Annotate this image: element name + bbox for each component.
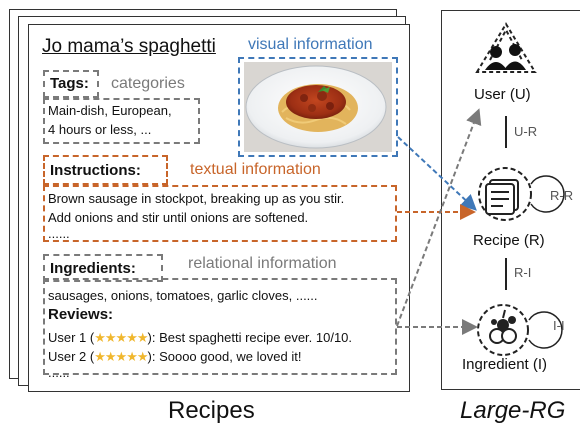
self-loop-rr-label: R-R: [550, 188, 574, 203]
review-1-prefix: User 1 (: [48, 330, 95, 345]
tags-label-box: [43, 70, 99, 98]
reviews-more: ......: [48, 365, 70, 380]
instructions-line-3: ......: [48, 226, 70, 241]
tags-content-box: [43, 98, 200, 144]
instructions-label-box: [43, 155, 168, 185]
review-2-text: ): Soooo good, we loved it!: [147, 349, 302, 364]
instructions-content-box: [43, 185, 397, 242]
tags-line-1: Main-dish, European,: [48, 103, 172, 118]
recipe-node-icon: [478, 167, 532, 221]
self-loop-ii: [528, 311, 563, 349]
large-rg-caption: Large-RG: [460, 397, 566, 424]
tags-label: Tags:: [50, 75, 89, 92]
review-1-text: ): Best spaghetti recipe ever. 10/10.: [147, 330, 353, 345]
ingredients-line: sausages, onions, tomatoes, garlic clove…: [48, 288, 318, 303]
relational-arrow-user: [396, 108, 482, 327]
review-2-stars: ★★★★★: [94, 349, 148, 364]
recipe-node-label: Recipe (R): [473, 232, 545, 249]
ingredients-label: Ingredients:: [50, 260, 136, 277]
self-loop-ii-label: I-I: [553, 318, 565, 333]
review-1-stars: ★★★★★: [94, 330, 148, 345]
recipes-caption: Recipes: [168, 397, 255, 424]
edge-ri-label: R-I: [514, 265, 532, 280]
user-node-label: User (U): [474, 86, 531, 103]
instructions-line-2: Add onions and stir until onions are sof…: [48, 210, 309, 225]
review-1: User 1 (★★★★★): Best spaghetti recipe ev…: [48, 328, 352, 347]
relational-info-label: relational information: [188, 255, 337, 272]
instructions-label: Instructions:: [50, 162, 141, 179]
self-loop-rr: [530, 175, 565, 213]
review-2-prefix: User 2 (: [48, 349, 95, 364]
ingredients-label-box: [43, 254, 163, 282]
recipe-title: Jo mama’s spaghetti: [42, 36, 216, 57]
visual-info-label: visual information: [248, 36, 373, 53]
relational-content-box: [43, 278, 397, 375]
visual-arrow: [397, 136, 477, 211]
user-node-icon: [475, 22, 537, 73]
textual-info-label: textual information: [190, 161, 321, 178]
visual-info-box: [238, 57, 398, 157]
edge-ur-label: U-R: [514, 124, 538, 139]
tags-line-2: 4 hours or less, ...: [48, 122, 152, 137]
review-2: User 2 (★★★★★): Soooo good, we loved it!: [48, 347, 301, 366]
reviews-label: Reviews:: [48, 306, 114, 323]
instructions-line-1: Brown sausage in stockpot, breaking up a…: [48, 191, 345, 206]
categories-label: categories: [111, 75, 185, 92]
ingredient-node-icon: [477, 304, 529, 356]
ingredient-node-label: Ingredient (I): [462, 356, 548, 373]
